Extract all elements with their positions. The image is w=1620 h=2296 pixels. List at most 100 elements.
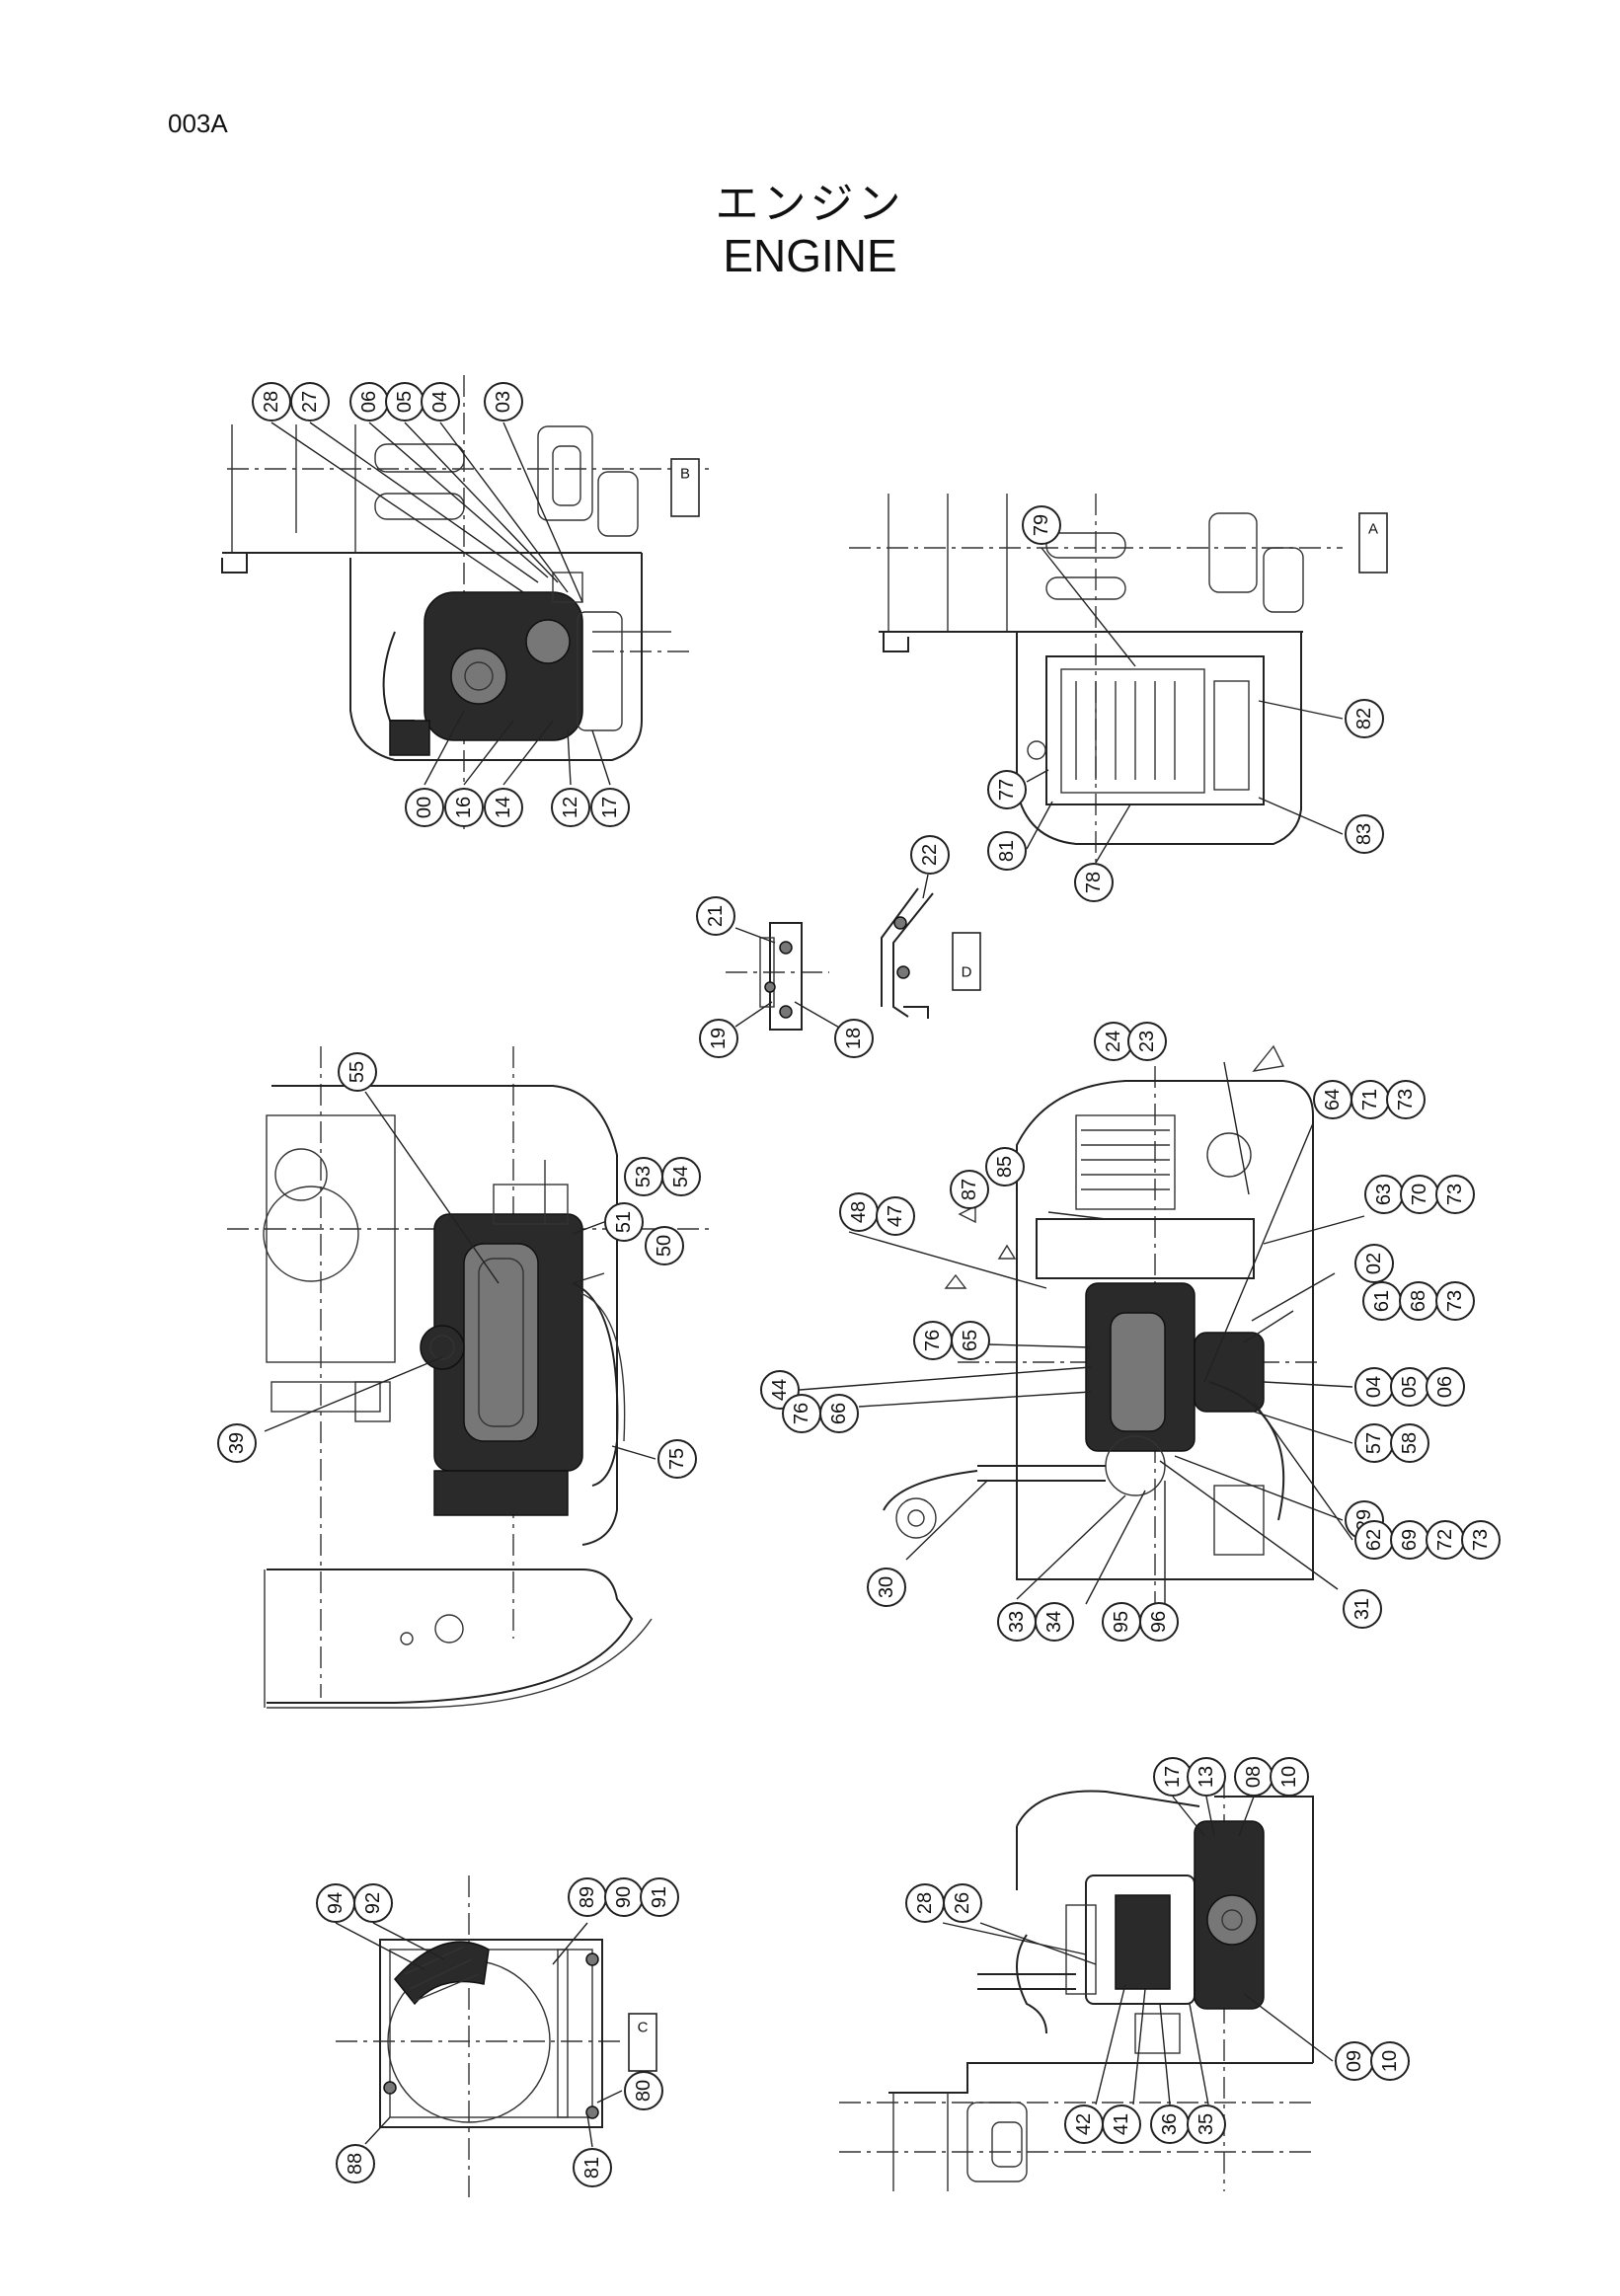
view-tag-c-label: C	[638, 2020, 649, 2036]
callout-66: 66	[819, 1394, 859, 1433]
svg-text:65: 65	[960, 1330, 981, 1351]
callout-81: 81	[573, 2148, 612, 2187]
callout-27: 27	[290, 382, 330, 421]
callout-87: 87	[950, 1170, 989, 1209]
callout-61: 61	[1362, 1281, 1402, 1321]
svg-text:75: 75	[666, 1448, 688, 1470]
callout-96: 96	[1139, 1602, 1179, 1642]
svg-text:02: 02	[1363, 1253, 1385, 1274]
callout-65: 65	[951, 1321, 990, 1360]
svg-text:80: 80	[633, 2080, 655, 2102]
svg-text:73: 73	[1470, 1529, 1492, 1551]
callout-24: 24	[1094, 1022, 1133, 1061]
callout-75: 75	[657, 1439, 697, 1479]
callout-06: 06	[1426, 1367, 1465, 1407]
svg-text:53: 53	[633, 1166, 655, 1187]
svg-text:81: 81	[996, 840, 1018, 862]
callout-06: 06	[349, 382, 389, 421]
callout-05: 05	[385, 382, 424, 421]
svg-text:00: 00	[414, 797, 435, 818]
view-small-middle: D 21 19 18 22	[696, 835, 981, 1058]
svg-text:28: 28	[914, 1892, 936, 1914]
callout-71: 71	[1350, 1080, 1390, 1119]
callout-39: 39	[217, 1423, 257, 1463]
svg-text:04: 04	[429, 391, 451, 413]
svg-text:05: 05	[1399, 1376, 1421, 1398]
callout-05: 05	[1390, 1367, 1429, 1407]
svg-text:64: 64	[1322, 1089, 1344, 1110]
svg-text:42: 42	[1073, 2113, 1095, 2135]
svg-text:24: 24	[1103, 1031, 1124, 1052]
callout-73: 73	[1386, 1080, 1426, 1119]
callout-72: 72	[1426, 1520, 1465, 1560]
callout-89: 89	[568, 1877, 607, 1917]
callout-73: 73	[1435, 1175, 1475, 1214]
svg-text:61: 61	[1371, 1290, 1393, 1312]
view-bottom-left-drawing	[336, 1875, 622, 2201]
callout-79: 79	[1022, 505, 1061, 545]
callout-10: 10	[1270, 1757, 1309, 1797]
callout-53: 53	[624, 1157, 663, 1196]
svg-text:51: 51	[613, 1211, 635, 1233]
view-top-right-drawing	[849, 494, 1343, 869]
view-tag-c: C	[628, 2013, 657, 2072]
svg-text:10: 10	[1379, 2050, 1401, 2072]
svg-text:69: 69	[1399, 1529, 1421, 1551]
callout-83: 83	[1345, 814, 1384, 854]
page-title: ENGINE	[723, 230, 897, 281]
svg-text:28: 28	[261, 391, 282, 413]
svg-text:79: 79	[1031, 514, 1052, 536]
svg-text:68: 68	[1408, 1290, 1429, 1312]
svg-text:85: 85	[994, 1156, 1016, 1178]
callout-13: 13	[1187, 1757, 1226, 1797]
callout-76: 76	[913, 1321, 953, 1360]
view-tag-a: A	[1358, 512, 1388, 574]
callout-30: 30	[867, 1568, 906, 1607]
callout-50: 50	[645, 1226, 684, 1265]
svg-text:76: 76	[922, 1330, 944, 1351]
callout-28: 28	[252, 382, 291, 421]
svg-text:73: 73	[1444, 1184, 1466, 1205]
svg-text:82: 82	[1353, 708, 1375, 729]
svg-text:50: 50	[654, 1235, 675, 1257]
callout-02: 02	[1354, 1244, 1394, 1283]
view-mid-right-leaders	[799, 1061, 1365, 1605]
svg-text:33: 33	[1006, 1611, 1028, 1633]
callout-58: 58	[1390, 1423, 1429, 1463]
svg-text:10: 10	[1278, 1766, 1300, 1788]
svg-text:05: 05	[394, 391, 416, 413]
view-tag-b-label: B	[680, 466, 690, 483]
callout-90: 90	[604, 1877, 644, 1917]
callout-28: 28	[905, 1883, 945, 1923]
callout-03: 03	[484, 382, 523, 421]
view-top-left: B 28 27 06 05 04 03 00 16 14 12 17	[221, 375, 711, 829]
callout-81: 81	[987, 831, 1027, 871]
view-tag-d-label: D	[962, 964, 972, 981]
view-mid-right: 24 23 64 71 73 85 87 48 47 63 70 73 02 6…	[760, 1022, 1501, 1642]
callout-35: 35	[1187, 2105, 1226, 2144]
svg-text:26: 26	[952, 1892, 973, 1914]
svg-text:89: 89	[577, 1886, 598, 1908]
callout-00: 00	[405, 788, 444, 827]
svg-text:14: 14	[493, 797, 514, 818]
callout-68: 68	[1399, 1281, 1438, 1321]
callout-69: 69	[1390, 1520, 1429, 1560]
view-mid-left: 55 53 54 51 50 39 75	[217, 1046, 711, 1709]
svg-text:76: 76	[791, 1403, 812, 1424]
svg-text:58: 58	[1399, 1432, 1421, 1454]
view-small-middle-drawing	[726, 887, 934, 1031]
svg-text:35: 35	[1196, 2113, 1217, 2135]
callout-48: 48	[839, 1192, 879, 1232]
view-top-right-leaders	[1026, 547, 1344, 864]
view-bottom-left-leaders	[335, 1922, 623, 2148]
svg-text:48: 48	[848, 1201, 870, 1223]
svg-text:66: 66	[828, 1403, 850, 1424]
callout-76: 76	[782, 1394, 821, 1433]
callout-63: 63	[1364, 1175, 1404, 1214]
svg-text:17: 17	[1162, 1766, 1184, 1788]
callout-33: 33	[997, 1602, 1037, 1642]
callout-82: 82	[1345, 699, 1384, 738]
svg-text:41: 41	[1111, 2113, 1132, 2135]
svg-text:27: 27	[299, 391, 321, 413]
callout-78: 78	[1074, 863, 1114, 902]
